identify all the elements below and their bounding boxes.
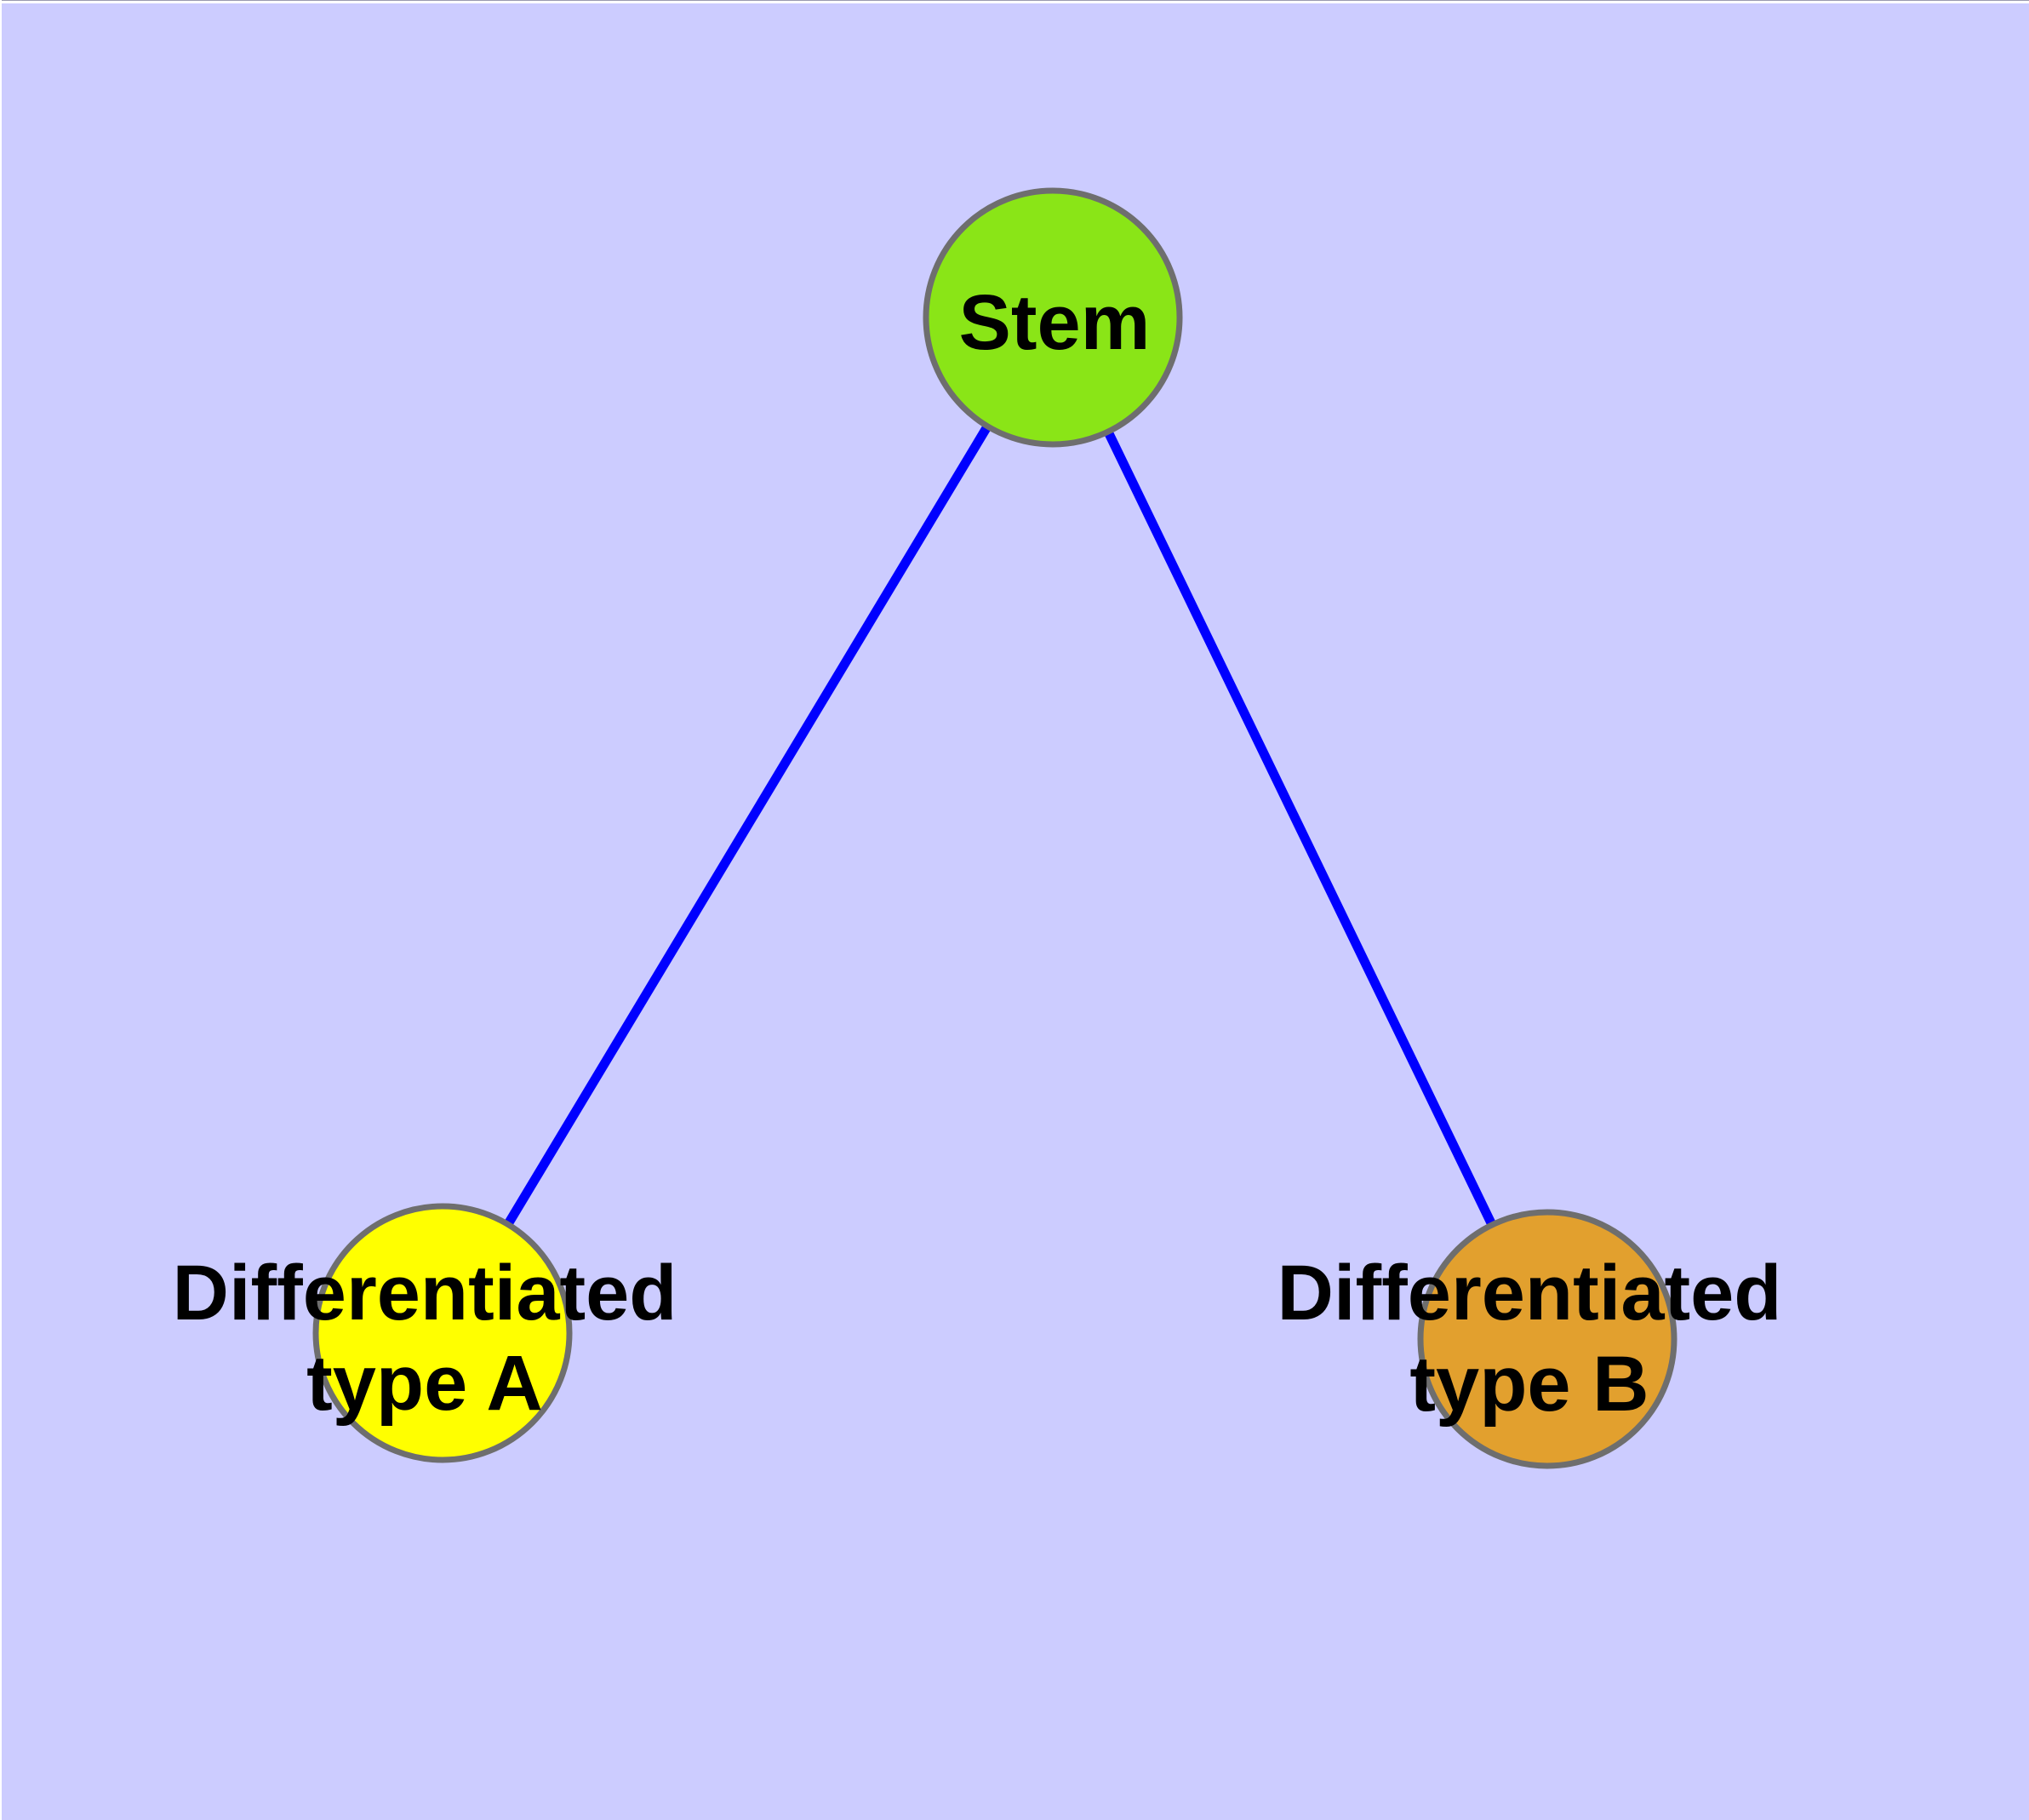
edge-stem-to-type-a xyxy=(438,315,1057,1336)
node-stem-label: Stem xyxy=(959,279,1151,366)
node-type-a-label-line1: Differentiated xyxy=(173,1250,677,1336)
node-stem-circle xyxy=(923,187,1183,448)
node-type-a-label-line2: type A xyxy=(306,1340,543,1427)
node-type-b-label-line2: type B xyxy=(1409,1341,1649,1428)
window-edge-top-highlight xyxy=(0,0,2029,3)
node-type-a-circle xyxy=(312,1203,573,1463)
window-edge-left-highlight xyxy=(0,0,2,1820)
edge-stem-to-type-b xyxy=(1049,315,1552,1342)
node-type-b-label-line1: Differentiated xyxy=(1277,1250,1782,1336)
node-type-b-circle xyxy=(1417,1209,1677,1469)
